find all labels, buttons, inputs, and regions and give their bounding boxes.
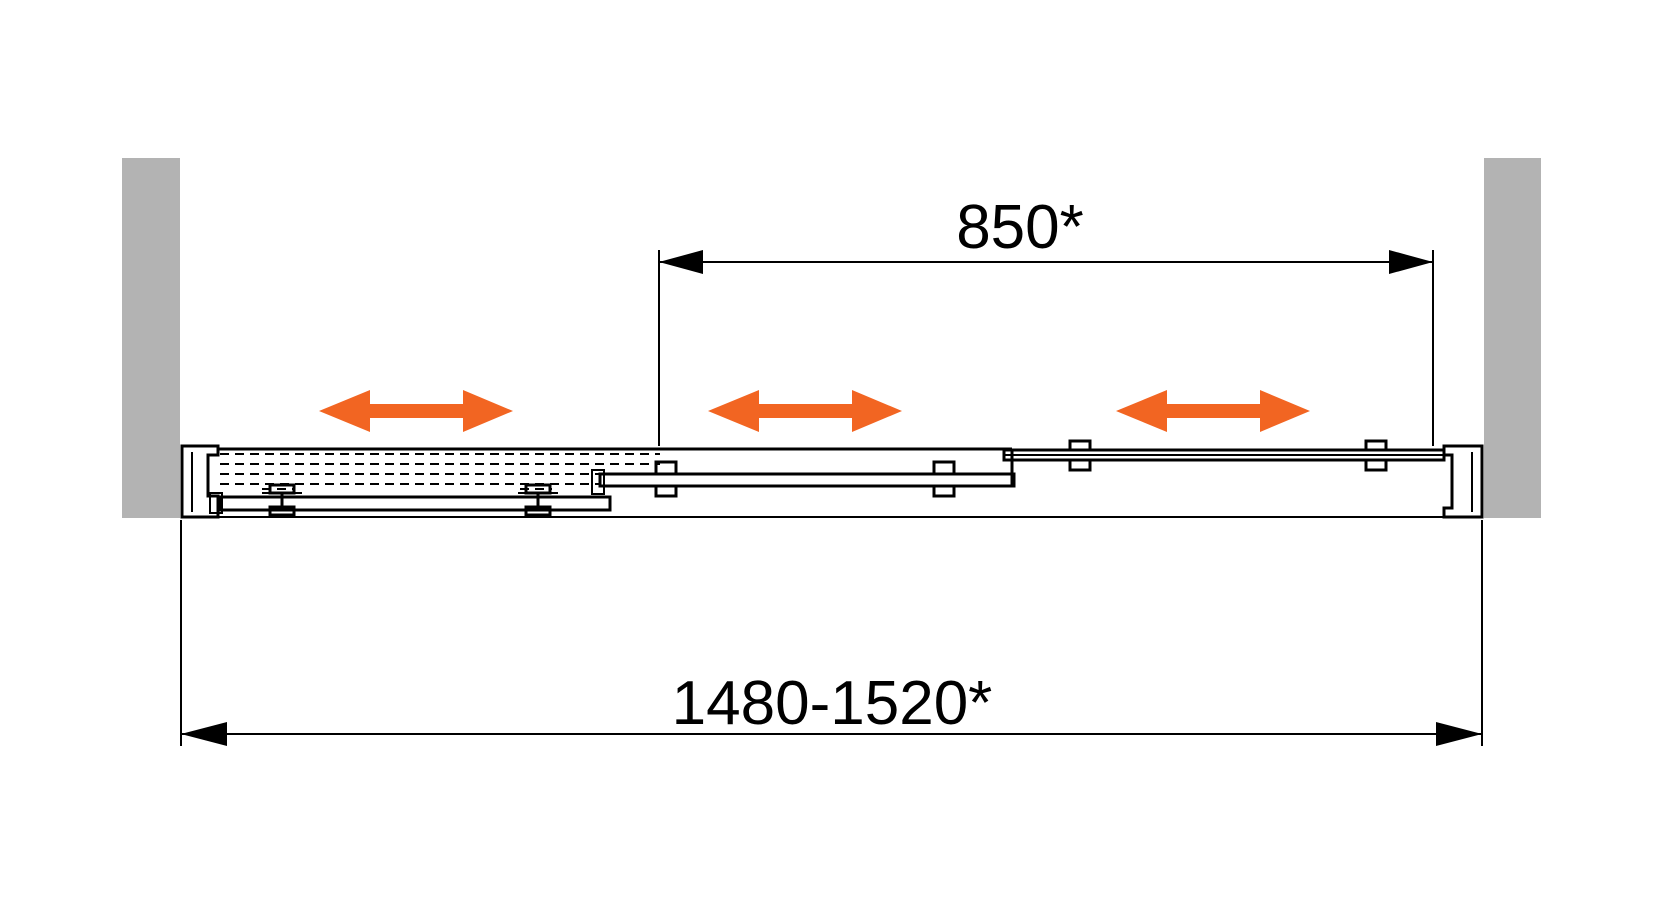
roller-right-1 [1060, 439, 1100, 472]
total-width-dimension: 1480-1520* [180, 520, 1483, 746]
slide-direction-arrows [319, 390, 1310, 432]
double-arrow-right-icon [1116, 390, 1310, 432]
right-wall-profile [1442, 444, 1484, 519]
opening-width-dimension: 850* [658, 193, 1434, 446]
roller-right-2 [1356, 439, 1396, 472]
roller-left-2 [518, 483, 558, 517]
double-arrow-middle-icon [708, 390, 902, 432]
dimension-arrow-left-icon [659, 250, 703, 274]
dimension-arrow-right-icon [1389, 250, 1433, 274]
sliding-panel-middle [591, 449, 1016, 498]
right-wall [1484, 158, 1541, 518]
roller-left-1 [262, 483, 302, 517]
left-wall-profile [180, 444, 220, 519]
sliding-panel-front [1002, 439, 1446, 472]
total-width-label: 1480-1520* [672, 669, 993, 738]
double-arrow-left-icon [319, 390, 513, 432]
walls [122, 158, 1541, 518]
opening-width-label: 850* [956, 193, 1084, 262]
roller-middle-2 [924, 460, 964, 498]
sliding-panel-rear [209, 483, 612, 517]
total-arrow-right-icon [1436, 722, 1482, 746]
total-arrow-left-icon [181, 722, 227, 746]
left-wall [122, 158, 180, 518]
roller-middle-1 [646, 460, 686, 498]
